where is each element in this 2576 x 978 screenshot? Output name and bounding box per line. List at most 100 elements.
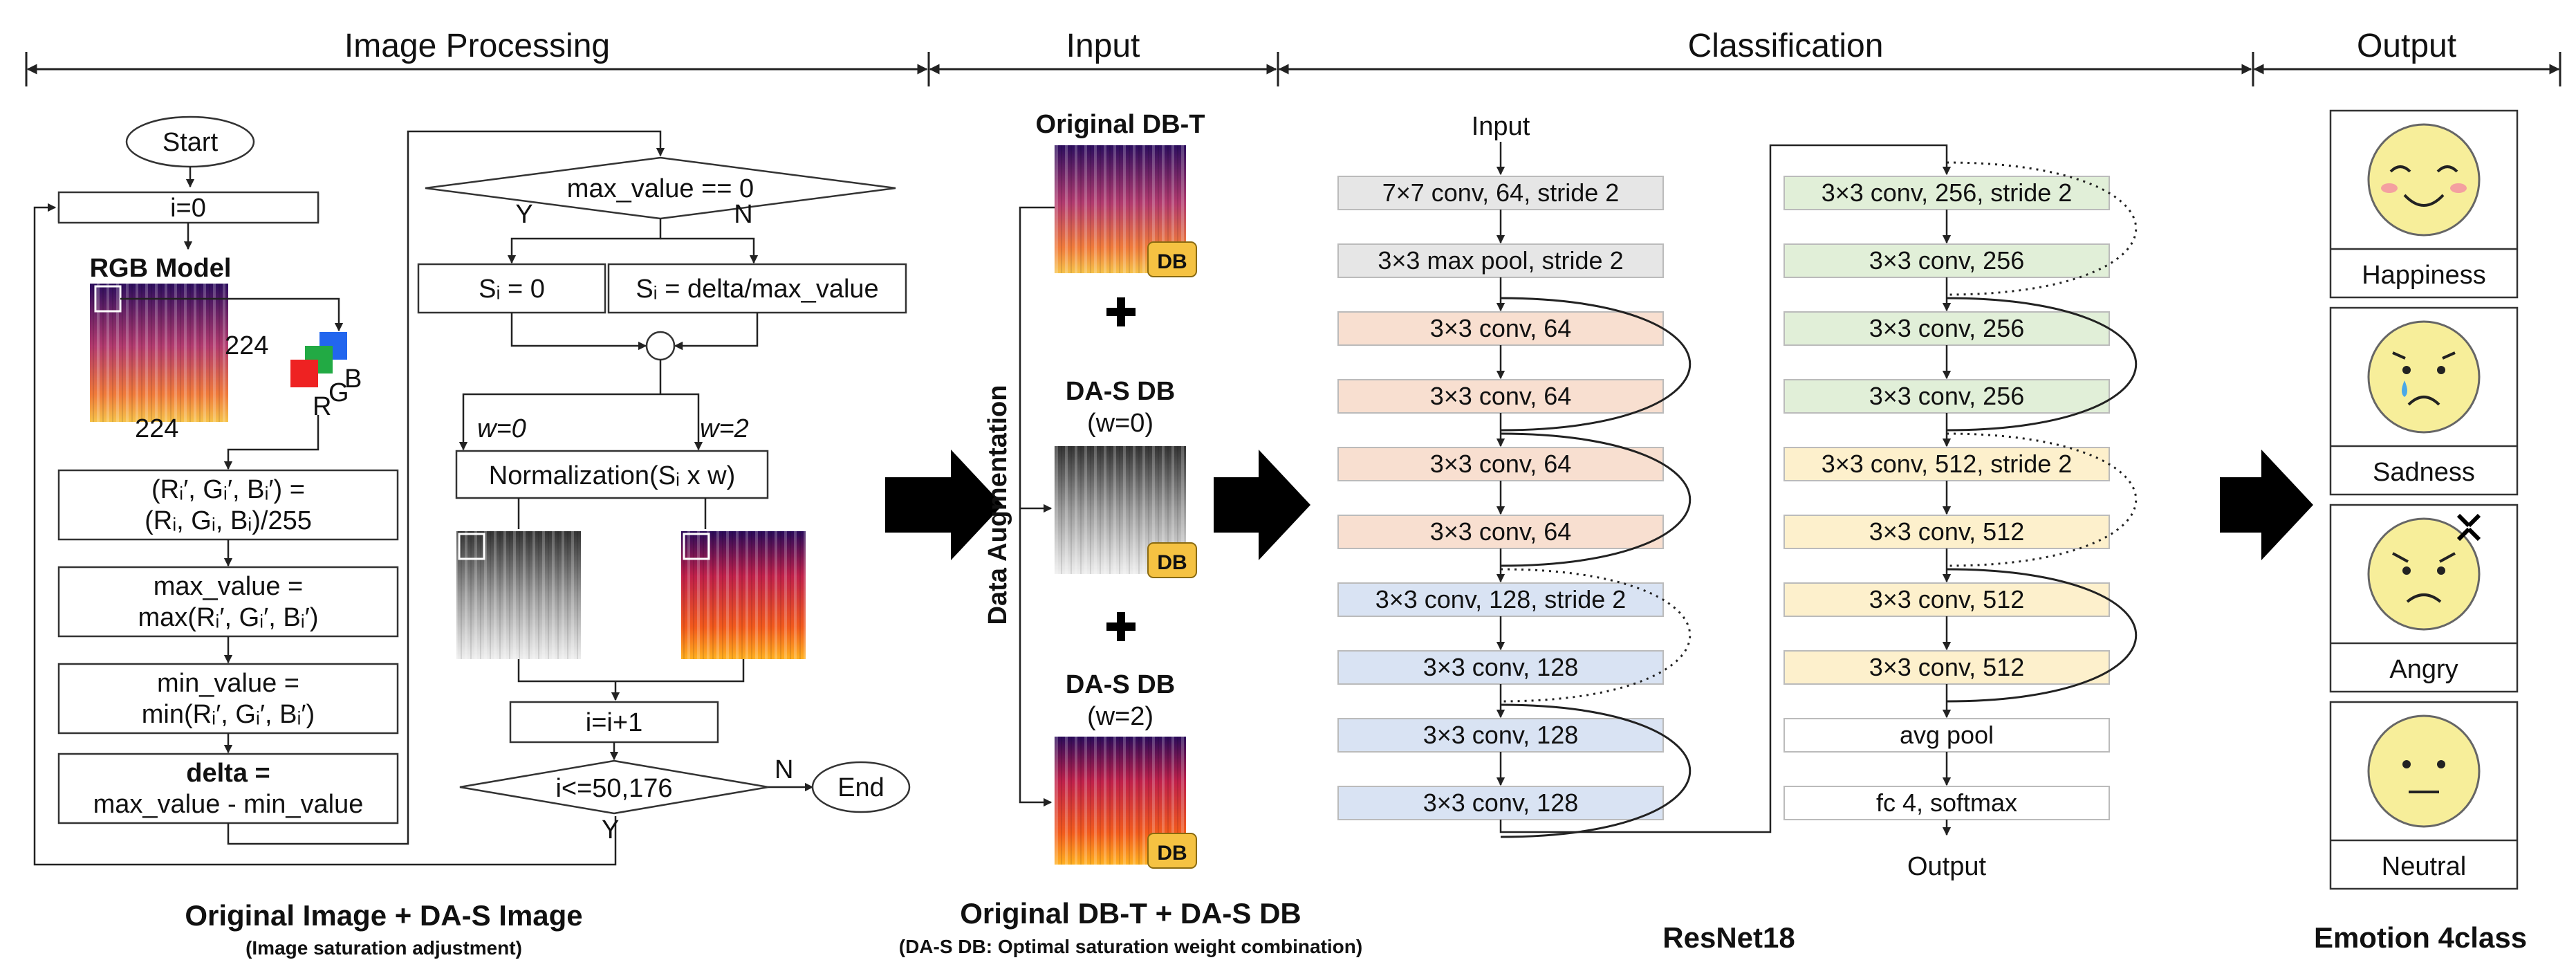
output-caption: Emotion 4class: [2314, 921, 2527, 954]
right-layer-label: 3×3 conv, 512: [1869, 585, 2025, 613]
flow-step-max-line2: max(Rᵢ′, Gᵢ′, Bᵢ′): [138, 603, 319, 632]
right-layer-box: [1783, 718, 2110, 753]
svg-text:DB: DB: [1157, 551, 1187, 574]
input-column: Original DB-T DB DA-S DB (w=0) DB DA-S D…: [983, 110, 1205, 869]
flow-start-label: Start: [163, 128, 219, 157]
flow-init-label: i=0: [170, 194, 206, 223]
skip-connection: [1500, 432, 1691, 567]
left-layer-label: 3×3 conv, 64: [1430, 314, 1572, 342]
skip-connection: [1946, 568, 2137, 703]
flow-step-delta-line2: max_value - min_value: [93, 790, 364, 819]
big-arrow-1: [885, 450, 1003, 560]
flow-merge-node: [645, 331, 676, 361]
skip-connection: [1946, 432, 2137, 567]
flow-step-delta: [57, 753, 399, 824]
anger-mark-icon: [2456, 513, 2481, 542]
flow-si-zero: [417, 263, 606, 314]
image-processing-caption: Original Image + DA-S Image: [185, 899, 582, 932]
resnet-output-label: Output: [1907, 852, 1987, 881]
flow-end-terminal: [811, 761, 911, 813]
flow-si-delta-label: Sᵢ = delta/max_value: [636, 275, 878, 304]
db-badge-1: DB: [1147, 241, 1197, 277]
skip-connection: [1500, 568, 1691, 703]
flow-w2-label: w=2: [700, 414, 749, 443]
right-layer-box: [1783, 786, 2110, 820]
flow-decision-max: [425, 156, 896, 220]
flow-increment-label: i=i+1: [586, 708, 642, 737]
right-layer-label: avg pool: [1900, 721, 1994, 749]
right-layer-label: 3×3 conv, 256: [1869, 382, 2025, 410]
right-layer-label: 3×3 conv, 512: [1869, 653, 2025, 681]
rgb-dim-h: 224: [135, 414, 178, 443]
flow-end-label: End: [837, 773, 884, 802]
data-augmentation-label: Data Augmentation: [983, 385, 1012, 625]
right-layer-label: 3×3 conv, 256: [1869, 246, 2025, 275]
svg-text:DB: DB: [1157, 842, 1187, 865]
right-layer-label: 3×3 conv, 512, stride 2: [1822, 450, 2073, 478]
left-layer-label: 7×7 conv, 64, stride 2: [1382, 178, 1620, 207]
left-layer-label: 3×3 conv, 64: [1430, 450, 1572, 478]
neutral-face-icon: [2367, 714, 2481, 828]
flow-step-min-line2: min(Rᵢ′, Gᵢ′, Bᵢ′): [142, 700, 315, 729]
input-das-w2-label1: DA-S DB: [1066, 670, 1175, 699]
rgb-model-label: RGB Model: [90, 254, 232, 283]
flow-decision-yes: Y: [515, 200, 532, 229]
emotion-label-angry: Angry: [2389, 655, 2458, 684]
flow-step-max-line1: max_value =: [154, 572, 304, 601]
flow-decision-loop-label: i<=50,176: [555, 774, 672, 803]
left-layer-box: [1337, 786, 1664, 820]
right-layer-label: 3×3 conv, 256: [1869, 314, 2025, 342]
skip-connection: [1500, 297, 1691, 432]
right-layer-label: fc 4, softmax: [1876, 788, 2017, 817]
flow-si-zero-label: Sᵢ = 0: [479, 275, 545, 304]
right-layer-box: [1783, 379, 2110, 414]
rgb-dim-w: 224: [225, 331, 268, 360]
flow-step-delta-line1: delta =: [186, 759, 270, 788]
section-title-output: Output: [2357, 28, 2456, 64]
left-layer-box: [1337, 515, 1664, 549]
flow-si-delta: [607, 263, 907, 314]
section-title-classification: Classification: [1688, 28, 1884, 64]
right-layer-box: [1783, 515, 2110, 549]
emotion-label-neutral: Neutral: [2382, 852, 2467, 881]
resnet-connections: [1496, 142, 2137, 838]
flow-decision-no: N: [734, 200, 752, 229]
flowchart: Start i=0 RGB Model 224 224 R G B (Rᵢ′, …: [33, 116, 911, 866]
flow-loop-no: N: [775, 755, 793, 784]
db-badge-3: DB: [1147, 833, 1197, 869]
left-layer-box: [1337, 718, 1664, 753]
resnet-left-column: 7×7 conv, 64, stride 2 3×3 max pool, stri…: [1337, 176, 1664, 820]
angry-face-icon: [2367, 517, 2481, 631]
flow-normalization-label: Normalization(Sᵢ x w): [489, 461, 736, 490]
resnet-right-column: 3×3 conv, 256, stride 2 3×3 conv, 256 3×3 …: [1783, 176, 2110, 820]
input-das-w0-label2: (w=0): [1087, 409, 1153, 438]
db-badge-2: DB: [1147, 542, 1197, 578]
section-bars: [25, 52, 2561, 86]
resnet18-diagram: Input Output 7×7 conv, 64, stride 2 3×3 m…: [1337, 112, 2137, 881]
sadness-face-icon: [2367, 320, 2481, 434]
left-layer-label: 3×3 conv, 128: [1423, 721, 1579, 749]
input-das-w0-label1: DA-S DB: [1066, 377, 1175, 406]
flow-step-normalize-line2: (Rᵢ, Gᵢ, Bᵢ)/255: [145, 506, 312, 535]
left-layer-label: 3×3 conv, 128: [1423, 788, 1579, 817]
left-layer-label: 3×3 max pool, stride 2: [1378, 246, 1623, 275]
rgb-b-label: B: [344, 365, 362, 394]
left-layer-label: 3×3 conv, 128, stride 2: [1375, 585, 1627, 613]
input-caption: Original DB-T + DA-S DB: [960, 897, 1301, 930]
flow-step-min: [57, 663, 399, 735]
resnet-input-label: Input: [1472, 112, 1530, 141]
right-layer-label: 3×3 conv, 256, stride 2: [1822, 178, 2073, 207]
right-layer-box: [1783, 650, 2110, 685]
emotion-label-happiness: Happiness: [2362, 261, 2486, 290]
skip-connection: [1500, 703, 1691, 838]
resnet-caption: ResNet18: [1662, 921, 1795, 954]
flow-step-min-line1: min_value =: [157, 669, 299, 698]
section-title-image-processing: Image Processing: [344, 28, 610, 64]
big-arrow-2: [1214, 450, 1310, 560]
rgb-g-label: G: [328, 378, 349, 407]
flow-step-max: [57, 566, 399, 638]
skip-connection: [1946, 297, 2137, 432]
emotion-label-sadness: Sadness: [2373, 458, 2475, 487]
left-layer-label: 3×3 conv, 64: [1430, 517, 1572, 546]
